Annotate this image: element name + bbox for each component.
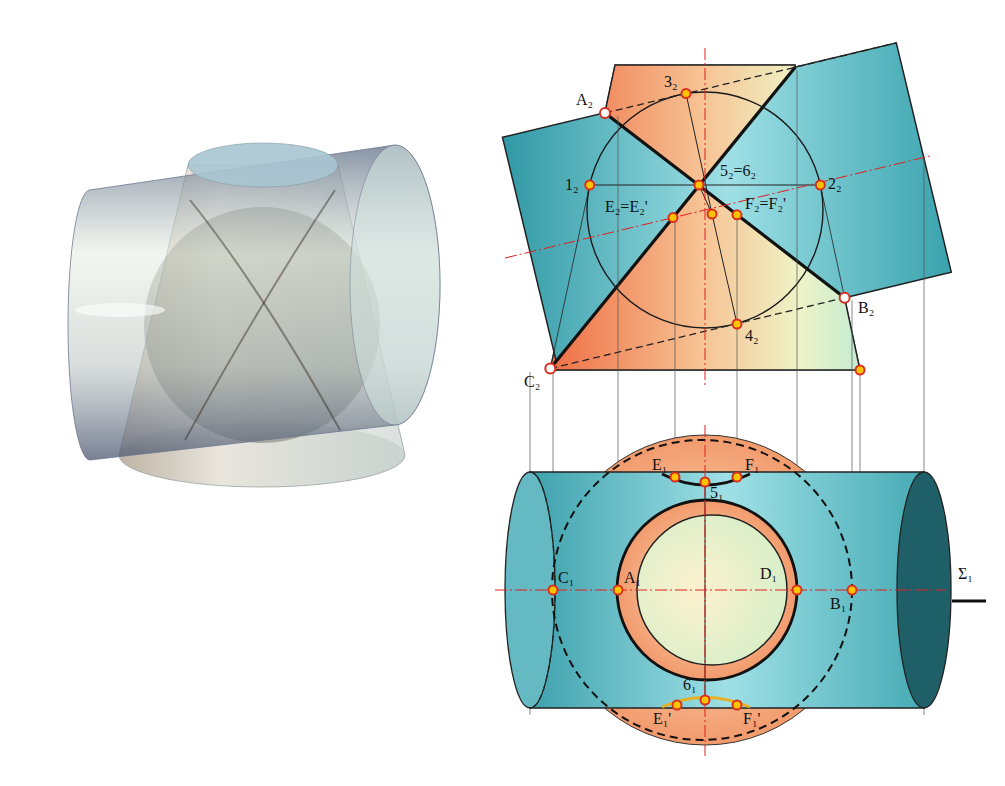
highlight: [75, 303, 165, 317]
point-label: B₁: [830, 596, 846, 612]
point-label: 3₂: [664, 74, 678, 90]
point-label: E₁': [653, 711, 671, 727]
cylinder-body: [68, 145, 440, 460]
axis-line: [705, 425, 706, 756]
point-label: B₂: [858, 300, 874, 316]
axis-line: [495, 590, 945, 591]
hidden-line: [605, 43, 896, 113]
point-label: 1₂: [565, 177, 579, 193]
point-label: 5₁: [710, 485, 724, 501]
hidden-line: [550, 298, 844, 369]
front-view: [503, 43, 952, 388]
point-label: A₂: [576, 92, 593, 108]
top-view: [495, 425, 986, 756]
cylinder-end: [350, 145, 440, 425]
plane-trace: [952, 600, 986, 603]
point-label: E₂=E₂': [605, 199, 648, 215]
intersection-curve: [185, 190, 335, 440]
point-label: D₁: [760, 566, 777, 582]
points-hollow: [545, 108, 849, 374]
point-label: F₁': [743, 711, 760, 727]
point-label: C₂: [524, 374, 540, 390]
axis-line: [505, 156, 930, 258]
point-label: F₂=F₂': [745, 196, 786, 212]
intersection-curve: [190, 200, 340, 430]
point-label: C₁: [558, 570, 574, 586]
point-label: F₁: [745, 457, 759, 473]
point-label: 4₂: [745, 328, 759, 344]
points: [549, 89, 865, 710]
cone-top: [188, 143, 338, 187]
point-label: 2₂: [828, 176, 842, 192]
3d-view: [68, 143, 440, 487]
point-label: A₁: [624, 570, 641, 586]
point-label: 6₁: [683, 677, 697, 693]
axis-line: [705, 48, 706, 388]
intersection-line: [550, 67, 795, 369]
point-label: E₁: [652, 457, 667, 473]
construction-line: [550, 185, 589, 369]
point-label: 5₂=6₂: [720, 163, 756, 179]
plane-label: Σ₁: [958, 566, 973, 582]
projection-lines: [530, 70, 924, 715]
